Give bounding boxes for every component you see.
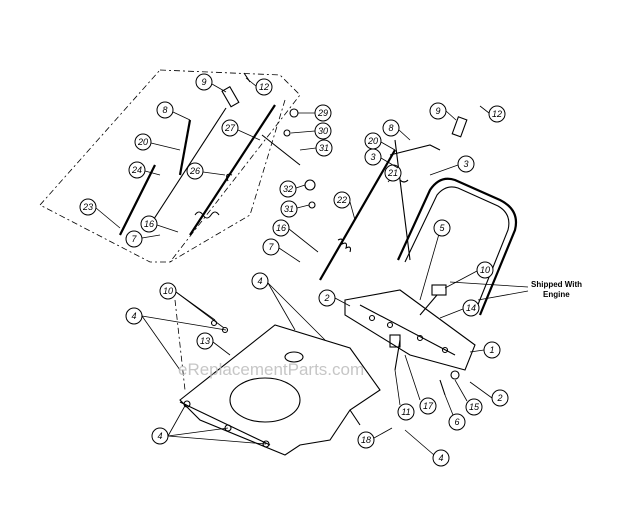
callout-3b: 3	[429, 155, 475, 176]
callout-4b: 4	[125, 307, 227, 371]
svg-text:10: 10	[163, 286, 173, 296]
svg-text:3: 3	[370, 152, 375, 162]
svg-text:9: 9	[201, 77, 206, 87]
svg-text:31: 31	[319, 143, 329, 153]
base-housing	[174, 299, 381, 456]
svg-text:21: 21	[387, 168, 398, 178]
callout-24: 24	[128, 161, 161, 179]
svg-text:14: 14	[466, 303, 476, 313]
callout-20b: 20	[364, 132, 396, 151]
svg-text:12: 12	[492, 109, 502, 119]
svg-text:13: 13	[200, 336, 210, 346]
callout-11: 11	[394, 369, 415, 421]
callout-10a: 10	[444, 261, 494, 289]
callout-10b: 10	[159, 282, 225, 329]
callout-23: 23	[79, 198, 121, 229]
svg-text:15: 15	[469, 402, 480, 412]
callout-27: 27	[221, 119, 261, 141]
svg-text:6: 6	[454, 417, 459, 427]
callout-20a: 20	[134, 133, 181, 151]
note-line-2: Engine	[543, 290, 570, 299]
svg-text:31: 31	[284, 204, 294, 214]
svg-text:10: 10	[480, 265, 490, 275]
callout-6: 6	[444, 394, 466, 431]
callout-26: 26	[186, 162, 226, 180]
svg-text:4: 4	[438, 453, 443, 463]
callout-9b: 9	[429, 102, 457, 121]
svg-text:20: 20	[367, 136, 378, 146]
svg-text:16: 16	[276, 223, 286, 233]
svg-text:4: 4	[131, 311, 136, 321]
callout-13: 13	[196, 332, 231, 356]
svg-text:20: 20	[137, 137, 148, 147]
callout-22: 22	[333, 191, 356, 221]
svg-text:16: 16	[144, 219, 154, 229]
svg-text:27: 27	[224, 123, 236, 133]
svg-text:12: 12	[259, 82, 269, 92]
callout-2a: 2	[318, 289, 351, 307]
svg-text:5: 5	[439, 223, 445, 233]
control-bracket	[344, 284, 476, 396]
svg-text:24: 24	[131, 165, 142, 175]
callout-4a: 4	[251, 272, 326, 341]
callout-15: 15	[454, 379, 483, 416]
callout-7a: 7	[125, 230, 161, 248]
callout-9a: 9	[195, 73, 227, 93]
svg-text:4: 4	[257, 276, 262, 286]
callout-18: 18	[357, 427, 393, 449]
svg-text:4: 4	[157, 431, 162, 441]
svg-text:30: 30	[318, 126, 328, 136]
handle	[396, 177, 518, 316]
callout-29: 29	[298, 104, 332, 122]
callout-30: 30	[290, 122, 332, 140]
callout-16a: 16	[140, 215, 179, 233]
svg-text:17: 17	[423, 401, 434, 411]
svg-text:23: 23	[82, 202, 93, 212]
watermark: eReplacementParts.com	[178, 360, 364, 379]
callout-12a: 12	[245, 77, 273, 96]
callout-3a: 3	[364, 148, 399, 169]
svg-text:2: 2	[496, 393, 502, 403]
note-line-1: Shipped With	[531, 280, 582, 289]
callout-2b: 2	[469, 381, 509, 407]
callout-1: 1	[469, 341, 501, 359]
svg-text:22: 22	[336, 195, 347, 205]
svg-text:9: 9	[435, 106, 440, 116]
callout-4c: 4	[151, 403, 267, 445]
callout-21: 21	[384, 164, 402, 183]
callout-8a: 8	[156, 101, 191, 121]
chute-assembly-outline	[39, 69, 301, 263]
svg-text:1: 1	[489, 345, 494, 355]
callout-5: 5	[419, 219, 451, 301]
callout-8b: 8	[382, 119, 411, 141]
svg-text:26: 26	[189, 166, 200, 176]
callout-4d: 4	[404, 429, 450, 467]
svg-text:8: 8	[388, 123, 393, 133]
svg-text:7: 7	[268, 242, 274, 252]
svg-text:2: 2	[323, 293, 329, 303]
callout-31a: 31	[299, 139, 333, 157]
callout-14: 14	[439, 299, 480, 319]
callout-16b: 16	[272, 219, 319, 253]
svg-text:32: 32	[283, 184, 293, 194]
callout-12b: 12	[479, 105, 506, 123]
svg-text:18: 18	[361, 435, 371, 445]
svg-text:3: 3	[463, 159, 468, 169]
callout-7b: 7	[262, 238, 301, 263]
callout-32: 32	[279, 180, 306, 198]
svg-text:7: 7	[131, 234, 137, 244]
svg-text:11: 11	[401, 407, 410, 417]
shipped-with-engine-note: Shipped With Engine	[449, 280, 582, 301]
svg-text:29: 29	[317, 108, 328, 118]
svg-text:8: 8	[162, 105, 167, 115]
callout-17: 17	[404, 354, 437, 415]
callout-31b: 31	[280, 200, 310, 218]
